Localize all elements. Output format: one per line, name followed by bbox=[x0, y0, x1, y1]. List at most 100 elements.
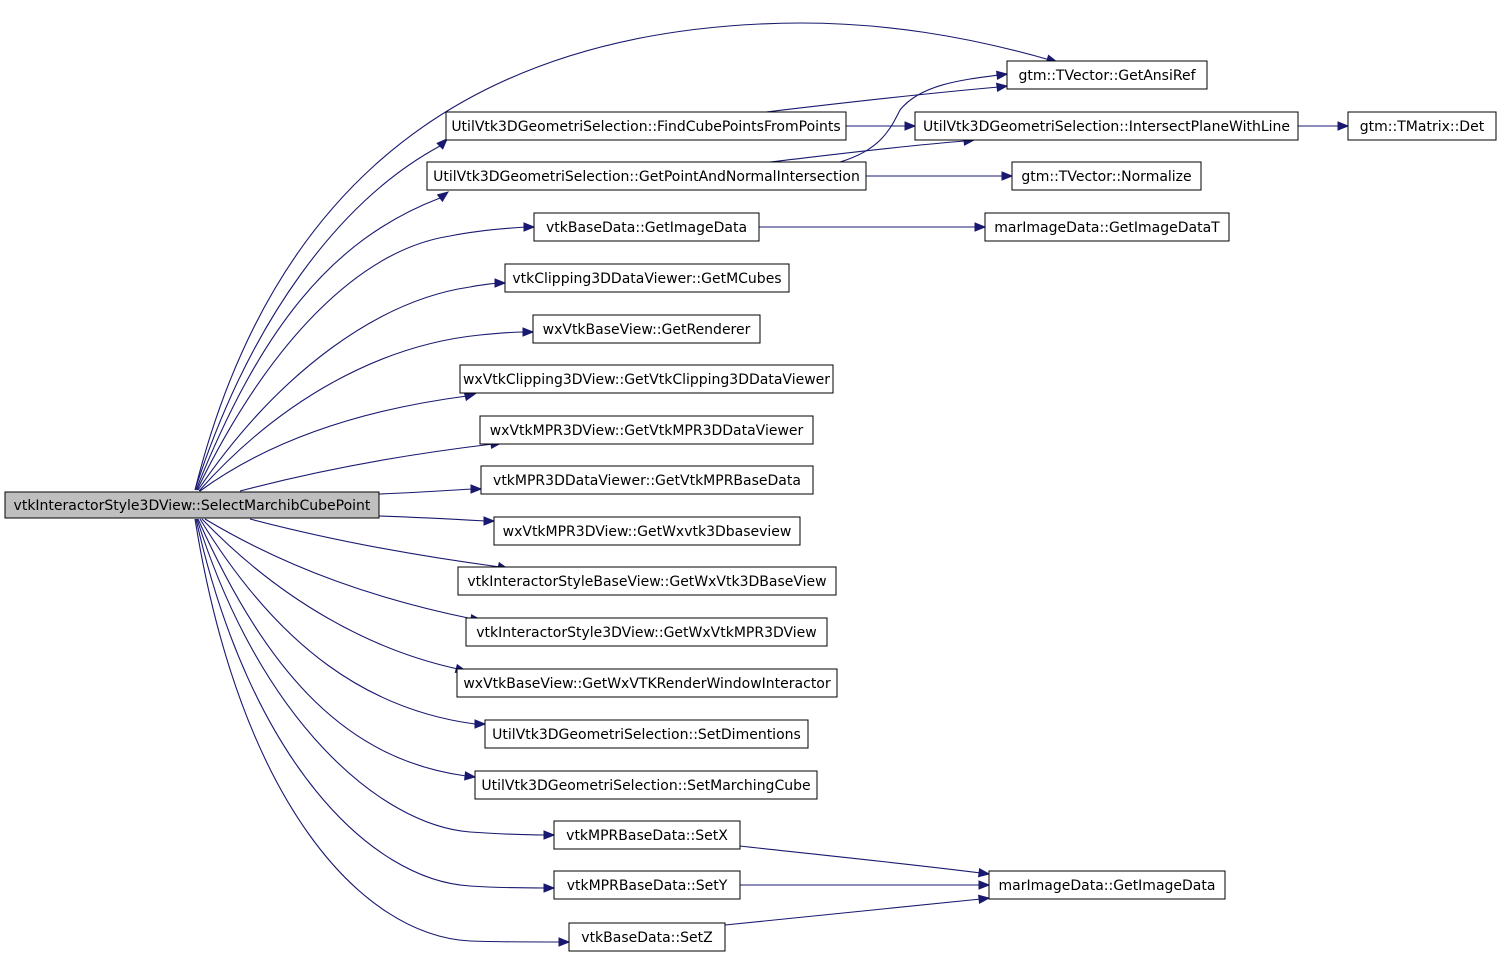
node-box bbox=[479, 415, 814, 445]
node-norm[interactable]: gtm::TVector::Normalize bbox=[1011, 161, 1202, 191]
arrowhead bbox=[977, 894, 991, 905]
node-label: UtilVtk3DGeometriSelection::GetPointAndN… bbox=[433, 169, 860, 185]
node-box bbox=[4, 491, 380, 519]
edge-root-to-mcube bbox=[197, 518, 477, 781]
node-box bbox=[553, 820, 741, 850]
node-gidt[interactable]: marImageData::GetImageDataT bbox=[984, 212, 1230, 242]
node-rend[interactable]: wxVtkBaseView::GetRenderer bbox=[532, 314, 761, 344]
edge-line bbox=[194, 518, 562, 943]
node-label: gtm::TVector::GetAnsiRef bbox=[1018, 68, 1196, 84]
node-box bbox=[445, 111, 847, 141]
node-box bbox=[426, 161, 867, 191]
node-setx[interactable]: vtkMPRBaseData::SetX bbox=[553, 820, 741, 850]
arrowhead bbox=[543, 830, 556, 840]
edge-pani-to-ipl bbox=[769, 136, 976, 163]
node-label: vtkInteractorStyleBaseView::GetWxVtk3DBa… bbox=[467, 574, 826, 590]
node-box bbox=[484, 719, 809, 749]
node-mprbd[interactable]: vtkMPR3DDataViewer::GetVtkMPRBaseData bbox=[480, 465, 814, 495]
node-box bbox=[459, 364, 834, 394]
edge-root-to-is3d bbox=[204, 518, 483, 624]
arrowhead bbox=[974, 222, 987, 232]
node-label: UtilVtk3DGeometriSelection::FindCubePoin… bbox=[451, 119, 840, 135]
edge-line bbox=[249, 518, 501, 568]
node-ansi[interactable]: gtm::TVector::GetAnsiRef bbox=[1006, 60, 1208, 90]
node-rwi[interactable]: wxVtkBaseView::GetWxVTKRenderWindowInter… bbox=[456, 668, 838, 698]
node-box bbox=[456, 668, 838, 698]
node-dims[interactable]: UtilVtk3DGeometriSelection::SetDimention… bbox=[484, 719, 809, 749]
edge-root-to-dims bbox=[199, 518, 487, 729]
edge-line bbox=[196, 518, 547, 836]
node-label: UtilVtk3DGeometriSelection::SetMarchingC… bbox=[481, 778, 810, 794]
edge-line bbox=[195, 518, 547, 889]
node-mprv[interactable]: wxVtkMPR3DView::GetVtkMPR3DDataViewer bbox=[479, 415, 814, 445]
arrowhead bbox=[995, 70, 1009, 81]
node-box bbox=[1006, 60, 1208, 90]
edge-root-to-mprbd bbox=[378, 484, 483, 495]
edge-sety-to-mgid bbox=[740, 880, 991, 890]
node-setz[interactable]: vtkBaseData::SetZ bbox=[568, 922, 726, 952]
node-box bbox=[1011, 161, 1202, 191]
node-box bbox=[493, 516, 801, 546]
node-pani[interactable]: UtilVtk3DGeometriSelection::GetPointAndN… bbox=[426, 161, 867, 191]
edge-pani-to-norm bbox=[866, 171, 1014, 181]
node-mcube[interactable]: UtilVtk3DGeometriSelection::SetMarchingC… bbox=[474, 770, 818, 800]
edge-root-to-sety bbox=[195, 518, 556, 893]
node-box bbox=[480, 465, 814, 495]
node-isbv[interactable]: vtkInteractorStyleBaseView::GetWxVtk3DBa… bbox=[457, 566, 837, 596]
arrowhead bbox=[470, 484, 483, 494]
edge-line bbox=[765, 86, 1000, 113]
node-wxbv[interactable]: wxVtkMPR3DView::GetWxvtk3Dbaseview bbox=[493, 516, 801, 546]
arrowhead bbox=[1337, 121, 1350, 131]
node-label: marImageData::GetImageDataT bbox=[994, 220, 1220, 236]
node-clipv[interactable]: wxVtkClipping3DView::GetVtkClipping3DDat… bbox=[459, 364, 834, 394]
node-label: wxVtkMPR3DView::GetWxvtk3Dbaseview bbox=[503, 524, 792, 540]
node-box bbox=[1347, 111, 1497, 141]
node-mcubes[interactable]: vtkClipping3DDataViewer::GetMCubes bbox=[504, 263, 790, 293]
node-det[interactable]: gtm::TMatrix::Det bbox=[1347, 111, 1497, 141]
edge-line bbox=[204, 518, 474, 620]
edge-root-to-setx bbox=[196, 518, 556, 840]
arrowhead bbox=[436, 138, 448, 150]
node-label: vtkBaseData::SetZ bbox=[581, 930, 712, 946]
node-bdgid[interactable]: vtkBaseData::GetImageData bbox=[533, 212, 760, 242]
arrowhead bbox=[995, 82, 1009, 93]
node-box bbox=[984, 212, 1230, 242]
arrowhead bbox=[558, 937, 571, 947]
edge-line bbox=[198, 331, 526, 492]
edge-line bbox=[194, 22, 1051, 491]
arrowhead bbox=[522, 327, 535, 337]
edge-line bbox=[199, 518, 476, 725]
edge-line bbox=[199, 395, 468, 492]
arrowhead bbox=[977, 867, 991, 878]
node-ipl[interactable]: UtilVtk3DGeometriSelection::IntersectPla… bbox=[914, 111, 1299, 141]
node-is3d[interactable]: vtkInteractorStyle3DView::GetWxVtkMPR3DV… bbox=[465, 617, 828, 647]
node-label: vtkBaseData::GetImageData bbox=[546, 220, 747, 236]
node-mgid[interactable]: marImageData::GetImageData bbox=[988, 870, 1226, 900]
edge-root-to-isbv bbox=[249, 518, 510, 572]
edge-root-to-mprv bbox=[239, 439, 503, 492]
edge-line bbox=[197, 518, 467, 777]
node-label: vtkMPRBaseData::SetX bbox=[566, 828, 728, 844]
node-fcp[interactable]: UtilVtk3DGeometriSelection::FindCubePoin… bbox=[445, 111, 847, 141]
node-label: gtm::TMatrix::Det bbox=[1360, 119, 1485, 135]
edge-line bbox=[378, 488, 473, 495]
edge-root-to-rwi bbox=[201, 518, 468, 674]
edge-root-to-bdgid bbox=[196, 222, 536, 491]
arrowhead bbox=[543, 883, 556, 893]
arrowhead bbox=[978, 880, 991, 890]
node-label: wxVtkBaseView::GetRenderer bbox=[543, 322, 751, 338]
node-label: wxVtkMPR3DView::GetVtkMPR3DDataViewer bbox=[490, 423, 804, 439]
edge-line bbox=[197, 282, 498, 491]
node-sety[interactable]: vtkMPRBaseData::SetY bbox=[553, 870, 741, 900]
root-node[interactable]: vtkInteractorStyle3DView::SelectMarchibC… bbox=[4, 491, 380, 519]
edge-pani-to-ansi bbox=[839, 70, 1009, 163]
edge-line bbox=[724, 898, 982, 926]
arrowhead bbox=[483, 516, 496, 526]
node-layer: vtkInteractorStyle3DView::SelectMarchibC… bbox=[4, 60, 1497, 952]
node-box bbox=[914, 111, 1299, 141]
edge-root-to-fcp bbox=[194, 138, 448, 491]
node-label: vtkMPR3DDataViewer::GetVtkMPRBaseData bbox=[493, 473, 801, 489]
arrowhead bbox=[436, 191, 450, 203]
node-box bbox=[532, 314, 761, 344]
